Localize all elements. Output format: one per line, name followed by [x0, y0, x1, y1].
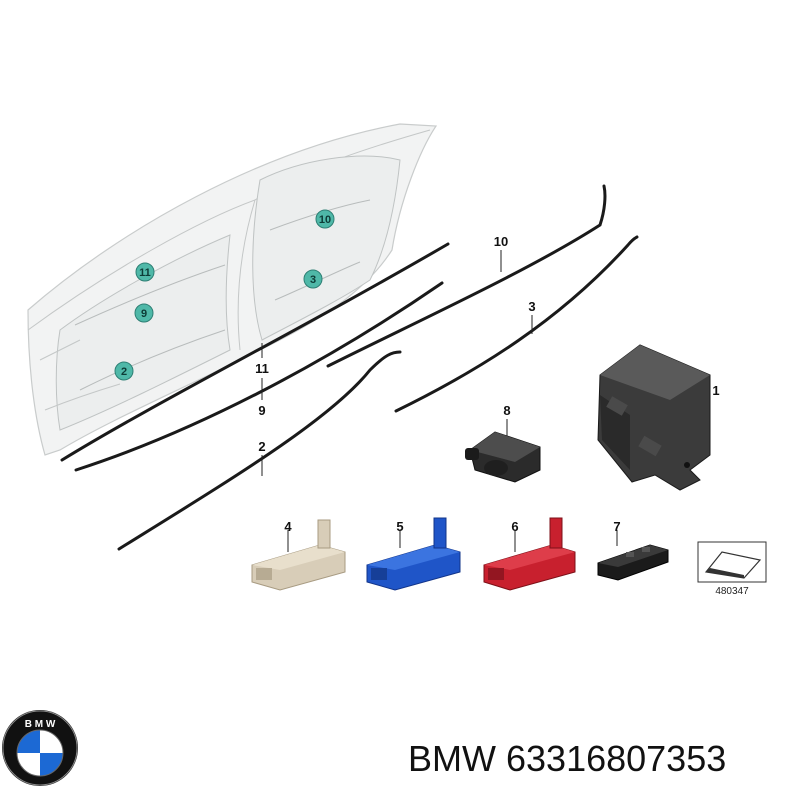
- callout-label: 10: [494, 234, 508, 249]
- callout-label: 5: [396, 519, 403, 534]
- strip-2: [117, 350, 402, 551]
- callout-label: 1: [712, 383, 719, 398]
- door-badge: 3: [303, 269, 323, 289]
- leader-lines: [261, 250, 706, 552]
- light-strips: [60, 184, 639, 551]
- door-badge-label: 3: [310, 274, 316, 286]
- caption-brand: BMW: [408, 738, 496, 779]
- door-badge: 9: [134, 303, 154, 323]
- door-badge-label: 10: [319, 214, 331, 226]
- strip-3: [394, 235, 639, 413]
- callout-label: 2: [258, 439, 265, 454]
- connector-blue: [366, 517, 461, 591]
- door-badge: 2: [114, 361, 134, 381]
- callout-label: 8: [503, 403, 510, 418]
- strip-9: [74, 281, 444, 472]
- reference-box: 480347: [697, 541, 767, 597]
- callout-label: 7: [613, 519, 620, 534]
- sensor: [465, 431, 541, 483]
- logo-letters: B M W: [25, 719, 56, 730]
- reference-code: 480347: [715, 586, 749, 597]
- callout-label: 11: [255, 361, 269, 376]
- door-badge: 10: [315, 209, 335, 229]
- door-badge-label: 2: [121, 366, 127, 378]
- control-module: [597, 344, 711, 491]
- callout-label: 6: [511, 519, 518, 534]
- bmw-logo: B M W: [2, 710, 78, 786]
- part-caption: BMW 63316807353: [408, 738, 726, 780]
- door-badge-label: 11: [139, 267, 151, 279]
- door-badge: 11: [135, 262, 155, 282]
- connector-black: [597, 544, 669, 581]
- callout-label: 3: [528, 299, 535, 314]
- callout-label: 9: [258, 403, 265, 418]
- connector-beige: [251, 519, 346, 591]
- door-badges: 11 9 2 10 3: [114, 209, 335, 381]
- callouts: 10 3 1 11 9 8 2 4 5 6 7: [255, 234, 719, 534]
- connector-red: [483, 517, 576, 591]
- callout-label: 4: [284, 519, 292, 534]
- caption-part-number: 63316807353: [506, 738, 727, 779]
- door-badge-label: 9: [141, 308, 147, 320]
- strip-10: [326, 184, 607, 368]
- strip-11: [60, 242, 450, 462]
